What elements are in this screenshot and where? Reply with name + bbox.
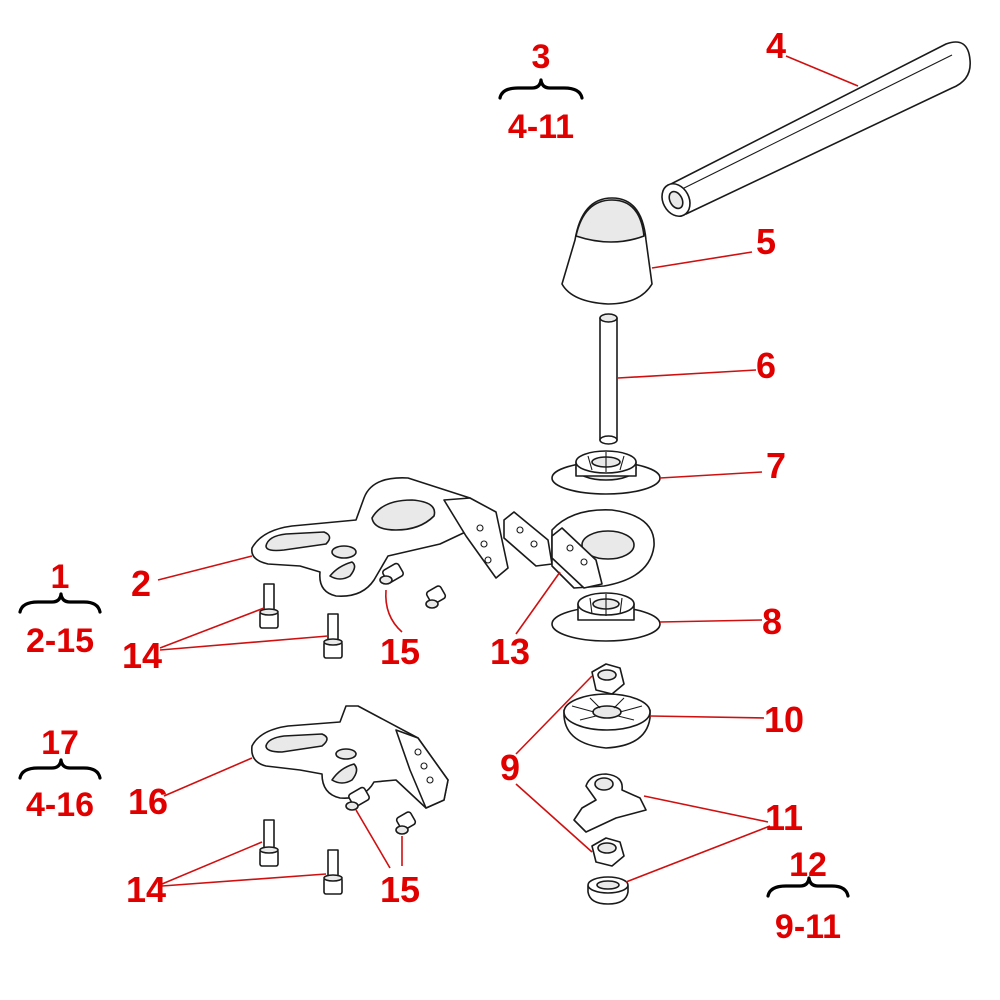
leader-9-upper xyxy=(515,675,593,755)
part-15-screw-upper-b xyxy=(425,585,447,609)
part-11-spacer xyxy=(587,876,629,905)
part-14-bolt-upper-a xyxy=(259,583,279,629)
leader-8 xyxy=(659,619,763,623)
brace-3 xyxy=(498,78,584,100)
part-13-bracket xyxy=(503,509,655,589)
leader-10 xyxy=(649,715,765,719)
leader-13 xyxy=(515,571,561,635)
leader-7 xyxy=(659,471,763,479)
label-2: 2 xyxy=(131,563,151,604)
label-13: 13 xyxy=(490,631,530,672)
label-9: 9 xyxy=(500,747,520,788)
part-15-screw-lower-a xyxy=(345,786,370,811)
label-17: 17 xyxy=(41,724,79,762)
part-14-bolt-lower-b xyxy=(323,849,343,895)
leader-14-lower-a xyxy=(161,841,263,885)
label-10: 10 xyxy=(764,699,804,740)
label-1-range: 2-15 xyxy=(26,622,94,660)
leader-9-lower xyxy=(515,783,593,853)
leader-11-knob xyxy=(643,795,769,823)
part-7-washer xyxy=(551,450,661,495)
label-15-lower: 15 xyxy=(380,869,420,910)
part-5-cap xyxy=(561,197,653,305)
label-3-range: 4-11 xyxy=(508,108,574,146)
part-15-screw-upper-a xyxy=(379,562,404,585)
part-16-mount-plate xyxy=(250,705,449,809)
leader-14-lower-b xyxy=(161,873,327,887)
callout-labels: 3 4-11 4 5 6 7 8 10 11 12 9-11 9 13 2 16… xyxy=(26,25,841,946)
part-15-screw-lower-b xyxy=(395,811,417,835)
leader-14-upper-b xyxy=(159,635,329,651)
label-7: 7 xyxy=(766,445,786,486)
part-2-mount-plate xyxy=(251,477,509,597)
label-6: 6 xyxy=(756,345,776,386)
part-11-wing-knob xyxy=(573,773,647,833)
label-11: 11 xyxy=(765,797,803,838)
label-8: 8 xyxy=(762,601,782,642)
label-16: 16 xyxy=(128,781,168,822)
part-8-washer xyxy=(551,592,661,642)
leader-15-lower-a xyxy=(355,809,391,869)
brace-17 xyxy=(18,758,102,780)
leader-5 xyxy=(651,251,753,269)
label-12: 12 xyxy=(789,846,827,884)
leader-lines xyxy=(157,55,859,887)
part-10-star-knob xyxy=(563,693,651,749)
part-9-nut-upper xyxy=(591,663,625,695)
part-4-rod xyxy=(661,41,971,218)
leader-11-spacer xyxy=(625,825,771,883)
leader-15-upper xyxy=(385,589,403,633)
part-14-bolt-upper-b xyxy=(323,613,343,659)
label-4: 4 xyxy=(766,25,786,66)
leader-2 xyxy=(157,555,253,581)
label-5: 5 xyxy=(756,221,776,262)
label-17-range: 4-16 xyxy=(26,786,94,824)
label-14-upper: 14 xyxy=(122,635,162,676)
leader-14-upper-a xyxy=(159,607,265,649)
label-1: 1 xyxy=(51,558,70,596)
label-15-upper: 15 xyxy=(380,631,420,672)
label-3: 3 xyxy=(532,38,551,76)
leader-4 xyxy=(785,55,859,87)
leader-16 xyxy=(163,757,253,797)
brace-12 xyxy=(766,876,850,898)
label-12-range: 9-11 xyxy=(775,908,841,946)
part-6-pin xyxy=(599,313,618,445)
brace-1 xyxy=(18,592,102,614)
part-14-bolt-lower-a xyxy=(259,819,279,867)
leader-6 xyxy=(617,369,757,379)
label-14-lower: 14 xyxy=(126,869,166,910)
part-9-nut-lower xyxy=(591,837,625,867)
